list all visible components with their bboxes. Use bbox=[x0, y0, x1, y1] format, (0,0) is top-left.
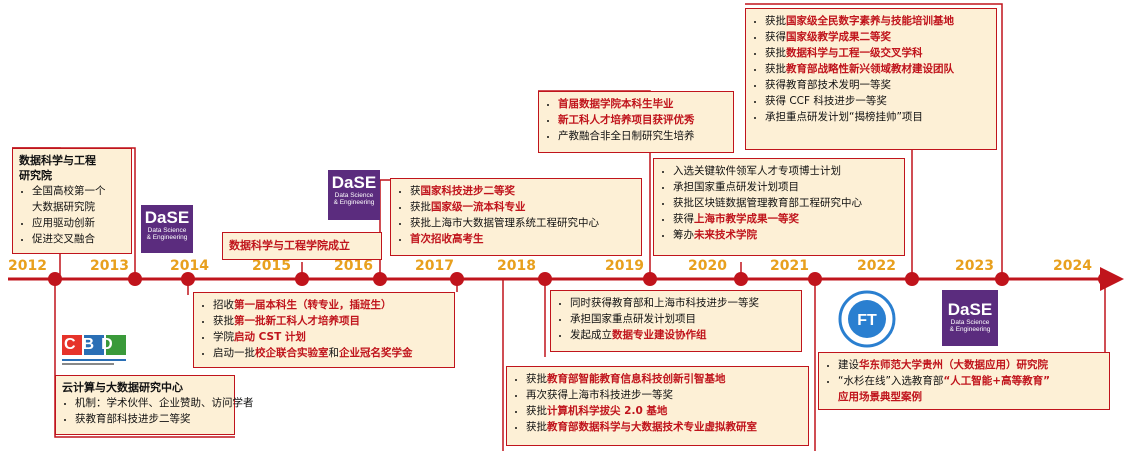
box-title: 研究院 bbox=[19, 169, 52, 182]
list-item: 学院启动 CST 计划 bbox=[213, 329, 448, 345]
node-2018 bbox=[538, 272, 552, 286]
list-item: 获批数据科学与工程一级交叉学科 bbox=[765, 45, 990, 61]
node-2015 bbox=[295, 272, 309, 286]
node-2014 bbox=[181, 272, 195, 286]
list-item: 获得 CCF 科技进步一等奖 bbox=[765, 93, 990, 109]
connector-2016 bbox=[379, 179, 390, 279]
event-box-2020: 入选关键软件领军人才专项博士计划 承担国家重点研发计划项目 获批区块链数据管理教… bbox=[653, 158, 905, 256]
list-item: 获批区块链数据管理教育部工程研究中心 bbox=[673, 195, 898, 211]
dase-logo: DaSE Data Science & Engineering bbox=[942, 290, 998, 346]
year-label: 2017 bbox=[415, 258, 454, 274]
list-item: 启动一批校企联合实验室和企业冠名奖学金 bbox=[213, 345, 448, 361]
list-item: 获批第一批新工科人才培养项目 bbox=[213, 313, 448, 329]
list-item: 获教育部科技进步二等奖 bbox=[75, 411, 228, 427]
list-item: 获批教育部战略性新兴领域教材建设团队 bbox=[765, 61, 990, 77]
year-label: 2018 bbox=[497, 258, 536, 274]
cbd-logo: CBD bbox=[62, 333, 134, 369]
list-item: 首次招收高考生 bbox=[410, 231, 635, 247]
event-box-2014: 招收第一届本科生（转专业，插班生） 获批第一批新工科人才培养项目 学院启动 CS… bbox=[193, 292, 455, 368]
year-label: 2023 bbox=[955, 258, 994, 274]
year-label: 2024 bbox=[1053, 258, 1092, 274]
event-box-2012: 数据科学与工程 研究院 全国高校第一个 大数据研究院 应用驱动创新 促进交叉融合 bbox=[12, 148, 132, 254]
box-title: 数据科学与工程 bbox=[19, 154, 96, 167]
box-text: 数据科学与工程学院成立 bbox=[229, 239, 350, 252]
node-2013 bbox=[128, 272, 142, 286]
list-item: 承担国家重点研发计划项目 bbox=[673, 179, 898, 195]
ft-logo: FT bbox=[838, 290, 896, 348]
list-item: 招收第一届本科生（转专业，插班生） bbox=[213, 297, 448, 313]
list-item: 全国高校第一个 bbox=[32, 183, 125, 199]
year-label: 2014 bbox=[170, 258, 209, 274]
svg-text:FT: FT bbox=[857, 312, 877, 329]
list-item: 获批教育部数据科学与大数据技术专业虚拟教研室 bbox=[526, 419, 802, 435]
event-box-cbd: 云计算与大数据研究中心 机制：学术伙伴、企业赞助、访问学者 获教育部科技进步二等… bbox=[55, 375, 254, 435]
connector-2023-top bbox=[745, 3, 1003, 279]
box-title: 云计算与大数据研究中心 bbox=[62, 381, 183, 394]
list-item: 筹办未来技术学院 bbox=[673, 227, 898, 243]
dase-logo: DaSE Data Science & Engineering bbox=[328, 170, 380, 220]
list-item: 再次获得上海市科技进步一等奖 bbox=[526, 387, 802, 403]
event-box-2019-bottom: 同时获得教育部和上海市科技进步一等奖 承担国家重点研发计划项目 发起成立数据专业… bbox=[550, 290, 802, 352]
node-2024 bbox=[1098, 272, 1112, 286]
list-item: 发起成立数据专业建设协作组 bbox=[570, 327, 795, 343]
year-label: 2016 bbox=[334, 258, 373, 274]
list-item: 获批上海市大数据管理系统工程研究中心 bbox=[410, 215, 635, 231]
list-item: “水杉在线”入选教育部“人工智能+高等教育” bbox=[838, 373, 1103, 389]
list-item: 同时获得教育部和上海市科技进步一等奖 bbox=[570, 295, 795, 311]
year-label: 2013 bbox=[90, 258, 129, 274]
list-item: 获得教育部技术发明一等奖 bbox=[765, 77, 990, 93]
event-box-2023: 建设华东师范大学贵州（大数据应用）研究院 “水杉在线”入选教育部“人工智能+高等… bbox=[818, 352, 1110, 410]
cbd-logo-text: CBD bbox=[64, 336, 120, 353]
node-2017 bbox=[450, 272, 464, 286]
node-2019 bbox=[643, 272, 657, 286]
node-2021 bbox=[808, 272, 822, 286]
year-label: 2015 bbox=[252, 258, 291, 274]
list-item: 首届数据学院本科生毕业 bbox=[558, 96, 727, 112]
list-item: 新工科人才培养项目获评优秀 bbox=[558, 112, 727, 128]
event-box-2018: 获批教育部智能教育信息科技创新引智基地 再次获得上海市科技进步一等奖 获批计算机… bbox=[506, 366, 809, 446]
list-item: 应用驱动创新 bbox=[32, 215, 125, 231]
list-item: 承担国家重点研发计划项目 bbox=[570, 311, 795, 327]
year-label: 2019 bbox=[605, 258, 644, 274]
node-2022 bbox=[905, 272, 919, 286]
list-item: 获批教育部智能教育信息科技创新引智基地 bbox=[526, 371, 802, 387]
year-label: 2012 bbox=[8, 258, 47, 274]
year-label: 2022 bbox=[857, 258, 896, 274]
event-box-2015: 数据科学与工程学院成立 bbox=[222, 232, 382, 260]
list-item: 获国家科技进步二等奖 bbox=[410, 183, 635, 199]
list-item: 促进交叉融合 bbox=[32, 231, 125, 247]
list-item: 获得上海市教学成果一等奖 bbox=[673, 211, 898, 227]
node-2016 bbox=[373, 272, 387, 286]
year-label: 2020 bbox=[688, 258, 727, 274]
list-item: 机制：学术伙伴、企业赞助、访问学者 bbox=[75, 395, 254, 411]
node-2020 bbox=[734, 272, 748, 286]
list-item: 产教融合非全日制研究生培养 bbox=[558, 128, 727, 144]
list-item: 获得国家级教学成果二等奖 bbox=[765, 29, 990, 45]
event-box-2022: 获批国家级全民数字素养与技能培训基地 获得国家级教学成果二等奖 获批数据科学与工… bbox=[745, 8, 997, 150]
list-item: 承担重点研发计划“揭榜挂帅”项目 bbox=[765, 109, 990, 125]
event-box-2019-top: 首届数据学院本科生毕业 新工科人才培养项目获评优秀 产教融合非全日制研究生培养 bbox=[538, 91, 734, 153]
dase-logo: DaSE Data Science & Engineering bbox=[141, 205, 193, 253]
connector-2012-bottom bbox=[54, 279, 235, 438]
list-item: 大数据研究院 bbox=[32, 201, 95, 213]
list-item: 入选关键软件领军人才专项博士计划 bbox=[673, 163, 898, 179]
list-item: 获批国家级一流本科专业 bbox=[410, 199, 635, 215]
node-2012 bbox=[48, 272, 62, 286]
event-box-2017: 获国家科技进步二等奖 获批国家级一流本科专业 获批上海市大数据管理系统工程研究中… bbox=[390, 178, 642, 256]
node-2023 bbox=[995, 272, 1009, 286]
list-item: 建设华东师范大学贵州（大数据应用）研究院 bbox=[838, 357, 1103, 373]
list-item: 获批计算机科学拔尖 2.0 基地 bbox=[526, 403, 802, 419]
list-item: 获批国家级全民数字素养与技能培训基地 bbox=[765, 13, 990, 29]
list-item: 应用场景典型案例 bbox=[838, 391, 922, 403]
year-label: 2021 bbox=[770, 258, 809, 274]
